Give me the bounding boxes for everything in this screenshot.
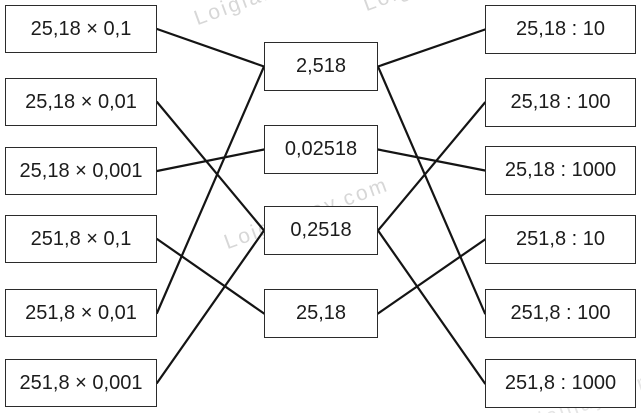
- match-line-M3-R6: [376, 229, 487, 385]
- expression-box-251,8div1000: 251,8 : 1000: [485, 359, 636, 408]
- expression-box-251,8div10: 251,8 : 10: [485, 215, 636, 264]
- expression-box-25,18div10: 25,18 : 10: [485, 5, 636, 54]
- watermark: Loigiaihay.com: [191, 0, 362, 31]
- expression-box-25,18x0,001: 25,18 × 0,001: [5, 147, 157, 195]
- result-box-25,18: 25,18: [264, 289, 378, 338]
- match-line-M2-R3: [376, 148, 487, 172]
- result-box-0,02518: 0,02518: [264, 125, 378, 174]
- match-line-L1-M1: [155, 27, 266, 68]
- expression-box-251,8x0,1: 251,8 × 0,1: [5, 215, 157, 263]
- expression-box-251,8x0,01: 251,8 × 0,01: [5, 289, 157, 337]
- match-line-L6-M3: [155, 229, 266, 385]
- match-line-M1-R1: [376, 28, 487, 68]
- result-box-0,2518: 0,2518: [264, 206, 378, 255]
- match-line-L4-M4: [155, 237, 266, 315]
- expression-box-25,18x0,01: 25,18 × 0,01: [5, 78, 157, 126]
- expression-box-25,18div1000: 25,18 : 1000: [485, 146, 636, 195]
- match-line-M1-R5: [376, 65, 487, 315]
- result-box-2,518: 2,518: [264, 42, 378, 91]
- expression-box-251,8x0,001: 251,8 × 0,001: [5, 359, 157, 407]
- match-line-L5-M1: [155, 65, 266, 315]
- expression-box-25,18div100: 25,18 : 100: [485, 78, 636, 127]
- match-line-M4-R4: [376, 238, 487, 315]
- match-line-L3-M2: [155, 148, 266, 173]
- match-line-L2-M3: [155, 100, 266, 232]
- expression-box-251,8div100: 251,8 : 100: [485, 289, 636, 338]
- match-line-M3-R2: [376, 101, 487, 232]
- expression-box-25,18x0,1: 25,18 × 0,1: [5, 5, 157, 53]
